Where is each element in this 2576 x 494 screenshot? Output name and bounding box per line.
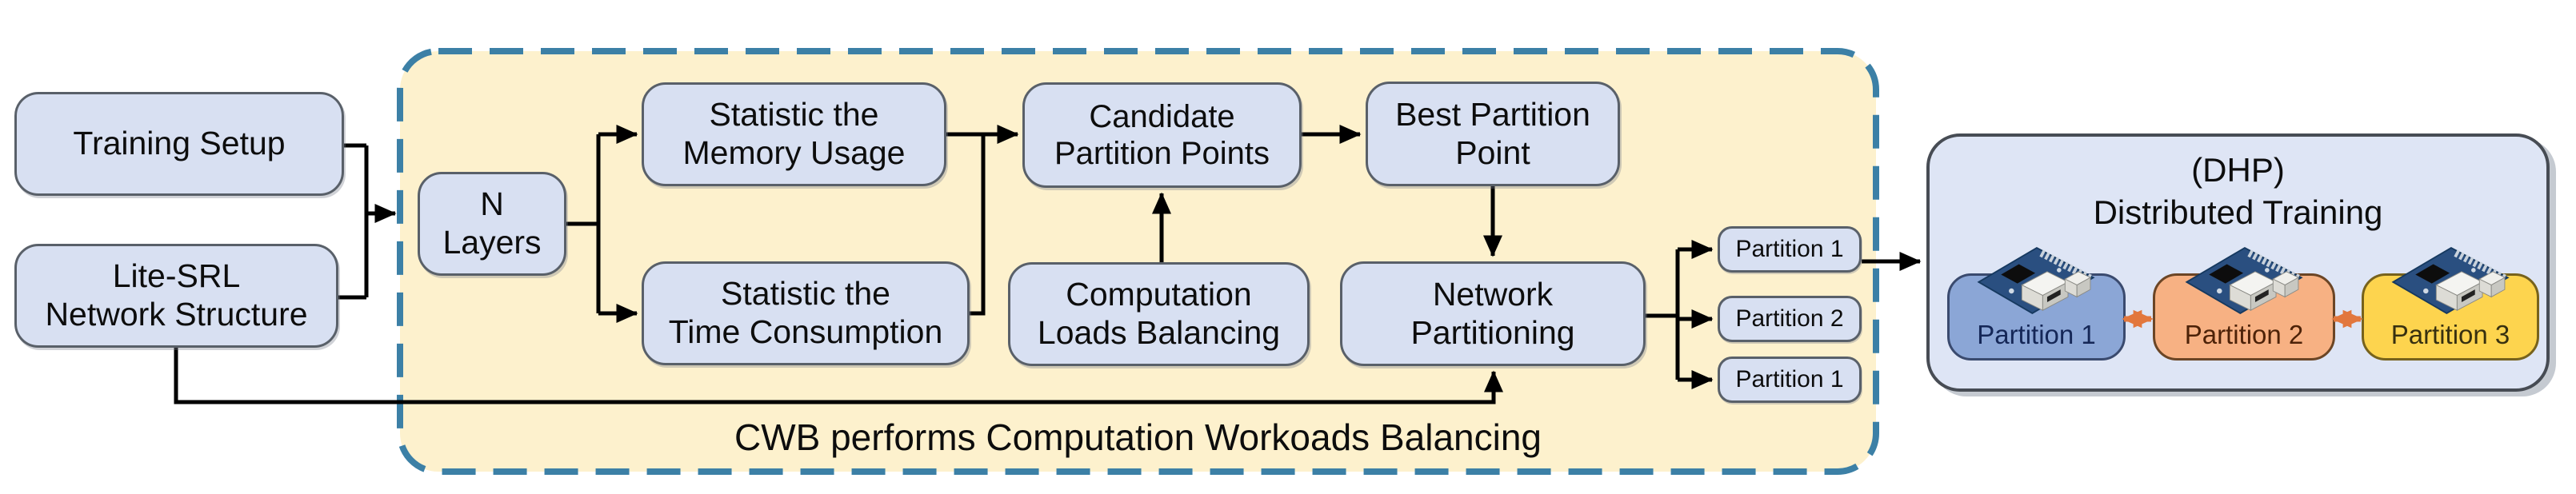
- bidirectional-arrow-icon: [2122, 309, 2154, 329]
- node-statistic-memory-usage: Statistic the Memory Usage: [642, 82, 946, 186]
- bidirectional-arrow-icon: [2331, 309, 2363, 329]
- node-lite-srl-network-structure: Lite-SRL Network Structure: [14, 244, 338, 348]
- node-statistic-time-consumption: Statistic the Time Consumption: [642, 261, 970, 365]
- node-computation-loads-balancing: Computation Loads Balancing: [1008, 262, 1310, 366]
- flow-arrows: [174, 124, 1922, 404]
- dev-board-icon: [2185, 246, 2303, 314]
- output-partition-3: Partition 1: [1718, 357, 1862, 403]
- node-network-partitioning: Network Partitioning: [1340, 261, 1646, 366]
- dhp-distributed-training-container: (DHP) Distributed Training Partition 1 P…: [1926, 133, 2550, 392]
- node-n-layers: N Layers: [418, 172, 566, 276]
- dhp-title: (DHP) Distributed Training: [2093, 151, 2383, 231]
- node-best-partition-point: Best Partition Point: [1366, 82, 1620, 186]
- node-training-setup: Training Setup: [14, 92, 344, 196]
- dev-board-icon: [1977, 246, 2095, 314]
- output-partition-1: Partition 1: [1718, 226, 1862, 273]
- cwb-caption: CWB performs Computation Workoads Balanc…: [734, 416, 1542, 458]
- node-candidate-partition-points: Candidate Partition Points: [1022, 82, 1302, 188]
- dev-board-icon: [2391, 246, 2510, 314]
- output-partition-2: Partition 2: [1718, 296, 1862, 342]
